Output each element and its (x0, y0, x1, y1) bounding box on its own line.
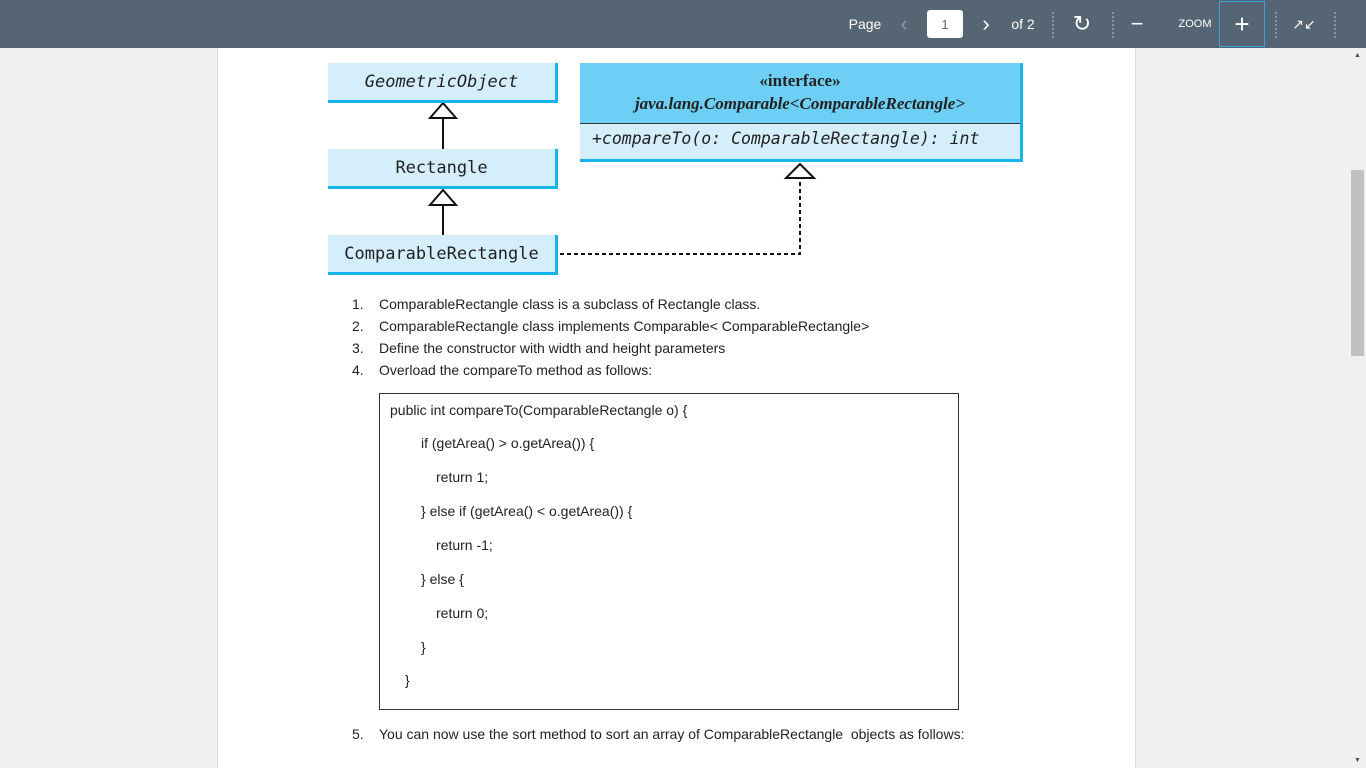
scroll-up-icon[interactable]: ▲ (1354, 52, 1361, 59)
code-line: return -1; (436, 537, 493, 553)
scrollbar-thumb[interactable] (1351, 170, 1364, 356)
pdf-toolbar: Page ‹ › of 2 ↻ − ZOOM + ↗↙ (0, 0, 1366, 48)
code-line: return 0; (436, 605, 489, 621)
code-line: } else if (getArea() < o.getArea()) { (421, 503, 633, 519)
page-count: of 2 (1011, 16, 1035, 32)
class-rectangle: Rectangle (328, 149, 558, 189)
implements-arrow (783, 162, 817, 179)
divider (1112, 12, 1114, 38)
zoom-out-icon[interactable]: − (1130, 11, 1144, 36)
scroll-down-icon[interactable]: ▼ (1354, 757, 1361, 764)
inheritance-arrow (427, 101, 459, 119)
interface-name: java.lang.Comparable<ComparableRectangle… (634, 94, 966, 113)
class-comparable-rectangle: ComparableRectangle (328, 235, 558, 275)
divider (1052, 12, 1054, 38)
divider (1334, 12, 1336, 38)
code-line: return 1; (436, 469, 489, 485)
exit-fullscreen-icon[interactable]: ↗↙ (1292, 15, 1316, 32)
rotate-icon[interactable]: ↻ (1072, 11, 1092, 36)
code-line: } else { (421, 571, 464, 587)
prev-page-icon[interactable]: ‹ (900, 11, 908, 36)
zoom-in-icon[interactable]: + (1219, 1, 1265, 47)
next-page-icon[interactable]: › (982, 11, 990, 36)
code-line: public int compareTo(ComparableRectangle… (390, 402, 688, 418)
page-label: Page (848, 16, 882, 32)
vertical-scrollbar[interactable] (1350, 48, 1366, 768)
interface-comparable: «interface» java.lang.Comparable<Compara… (580, 63, 1023, 162)
code-line: } (421, 639, 426, 655)
interface-method: +compareTo(o: ComparableRectangle): int (592, 129, 980, 148)
page-number-input[interactable] (927, 10, 963, 38)
class-geometric-object: GeometricObject (328, 63, 558, 103)
code-block (379, 393, 959, 710)
interface-stereotype: «interface» (759, 71, 841, 90)
inheritance-arrow (427, 188, 459, 206)
divider (1275, 12, 1277, 38)
code-line: } (405, 672, 410, 688)
code-line: if (getArea() > o.getArea()) { (421, 435, 595, 451)
zoom-label: ZOOM (1178, 18, 1212, 30)
